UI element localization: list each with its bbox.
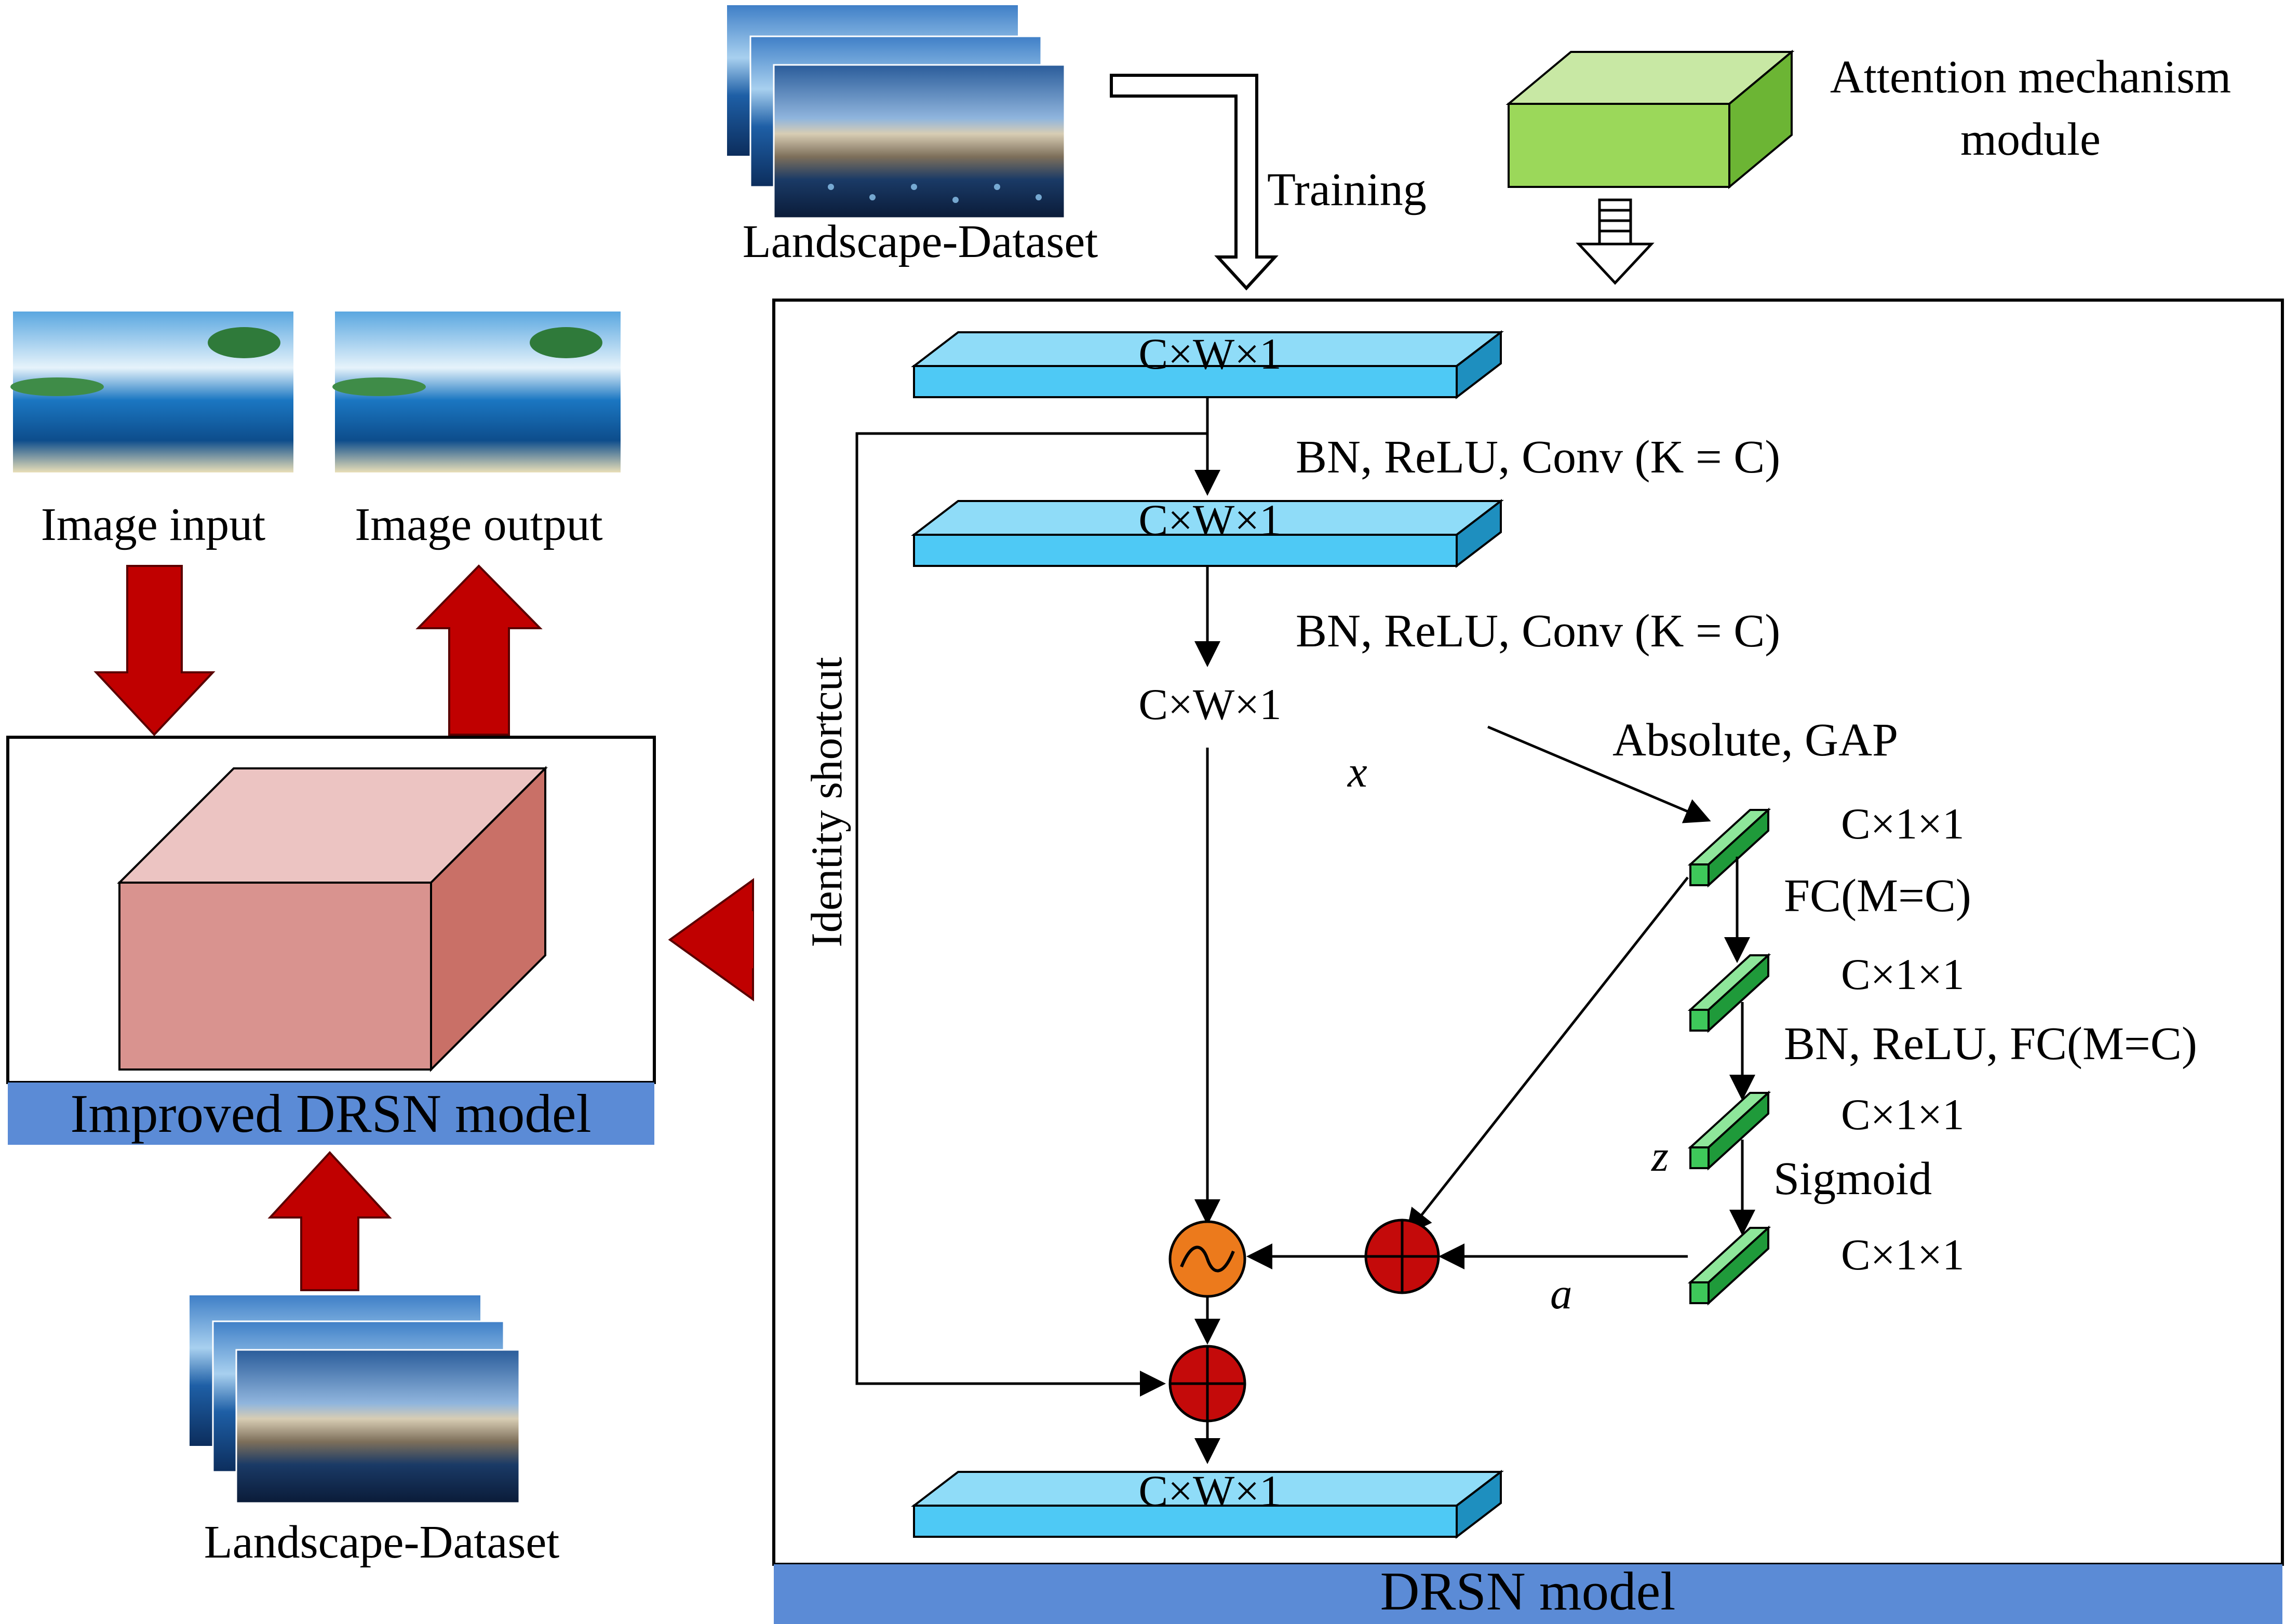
- improved-model-title-bar: [8, 1082, 654, 1145]
- output-layer-bar: [911, 1469, 1504, 1539]
- top-dataset-label: Landscape-Dataset: [743, 216, 1098, 267]
- fc-block-1: [1687, 807, 1771, 888]
- image-input-label: Image input: [41, 499, 265, 550]
- drsn-to-improved-arrow-shaft: [750, 911, 753, 968]
- fc-size2-label: C×1×1: [1841, 950, 1965, 999]
- z-label: z: [1651, 1132, 1669, 1181]
- attention-label-line1: Attention mechanism: [1830, 51, 2231, 103]
- bottom-dataset-label: Landscape-Dataset: [204, 1517, 560, 1568]
- input-down-arrow: [93, 565, 216, 736]
- drsn-to-improved-arrow: [668, 878, 754, 1002]
- a-label: a: [1550, 1269, 1572, 1318]
- dataset-up-arrow: [267, 1151, 392, 1291]
- image-output-label: Image output: [355, 499, 602, 550]
- fc-block-4: [1687, 1225, 1771, 1306]
- attention-label-line2: module: [1960, 114, 2101, 165]
- identity-shortcut-label: Identity shortcut: [802, 657, 851, 948]
- layer2-label: C×W×1: [1138, 496, 1281, 545]
- drsn-model-box: [772, 299, 2284, 1566]
- arrow-fc1-to-merge: [1405, 876, 1689, 1235]
- fc-block-3: [1687, 1090, 1771, 1171]
- x-label: x: [1347, 748, 1367, 796]
- layer2-bar: [911, 498, 1504, 569]
- attention-down-arrow: [1576, 198, 1655, 285]
- drsn-title-bar: [774, 1564, 2282, 1624]
- soft-threshold-node: [1168, 1220, 1246, 1298]
- image-output-thumbnail: [332, 312, 621, 472]
- fc-size3-label: C×1×1: [1841, 1090, 1965, 1139]
- addition-node: [1168, 1345, 1246, 1423]
- arrow-abs-gap: [1487, 725, 1711, 823]
- bottom-dataset-stack: [190, 1295, 520, 1504]
- attention-module-cube: [1506, 49, 1795, 190]
- op1-label: BN, ReLU, Conv (K = C): [1296, 431, 1780, 483]
- output-up-arrow: [415, 564, 543, 736]
- top-dataset-stack: [727, 5, 1066, 219]
- op2-label: BN, ReLU, Conv (K = C): [1296, 605, 1780, 657]
- layer1-label: C×W×1: [1138, 330, 1281, 378]
- training-label: Training: [1267, 164, 1427, 215]
- abs-gap-label: Absolute, GAP: [1612, 714, 1898, 766]
- scale-merge-node: [1364, 1219, 1440, 1294]
- output-layer-label: C×W×1: [1138, 1467, 1281, 1515]
- layer1-bar: [911, 330, 1504, 400]
- fc-op1-label: FC(M=C): [1784, 870, 1971, 922]
- drsn-title: DRSN model: [1380, 1561, 1676, 1621]
- fc-op2-label: BN, ReLU, FC(M=C): [1784, 1018, 2197, 1070]
- layer3-label: C×W×1: [1138, 680, 1281, 729]
- improved-model-cube: [117, 766, 548, 1072]
- fc-size4-label: C×1×1: [1841, 1230, 1965, 1279]
- fc-size1-label: C×1×1: [1841, 800, 1965, 848]
- improved-model-title: Improved DRSN model: [70, 1083, 591, 1144]
- image-input-thumbnail: [10, 312, 293, 472]
- sigmoid-label: Sigmoid: [1773, 1153, 1932, 1205]
- fc-block-2: [1687, 953, 1771, 1033]
- identity-shortcut-line: [855, 432, 1207, 1397]
- training-arrow: [1110, 74, 1279, 291]
